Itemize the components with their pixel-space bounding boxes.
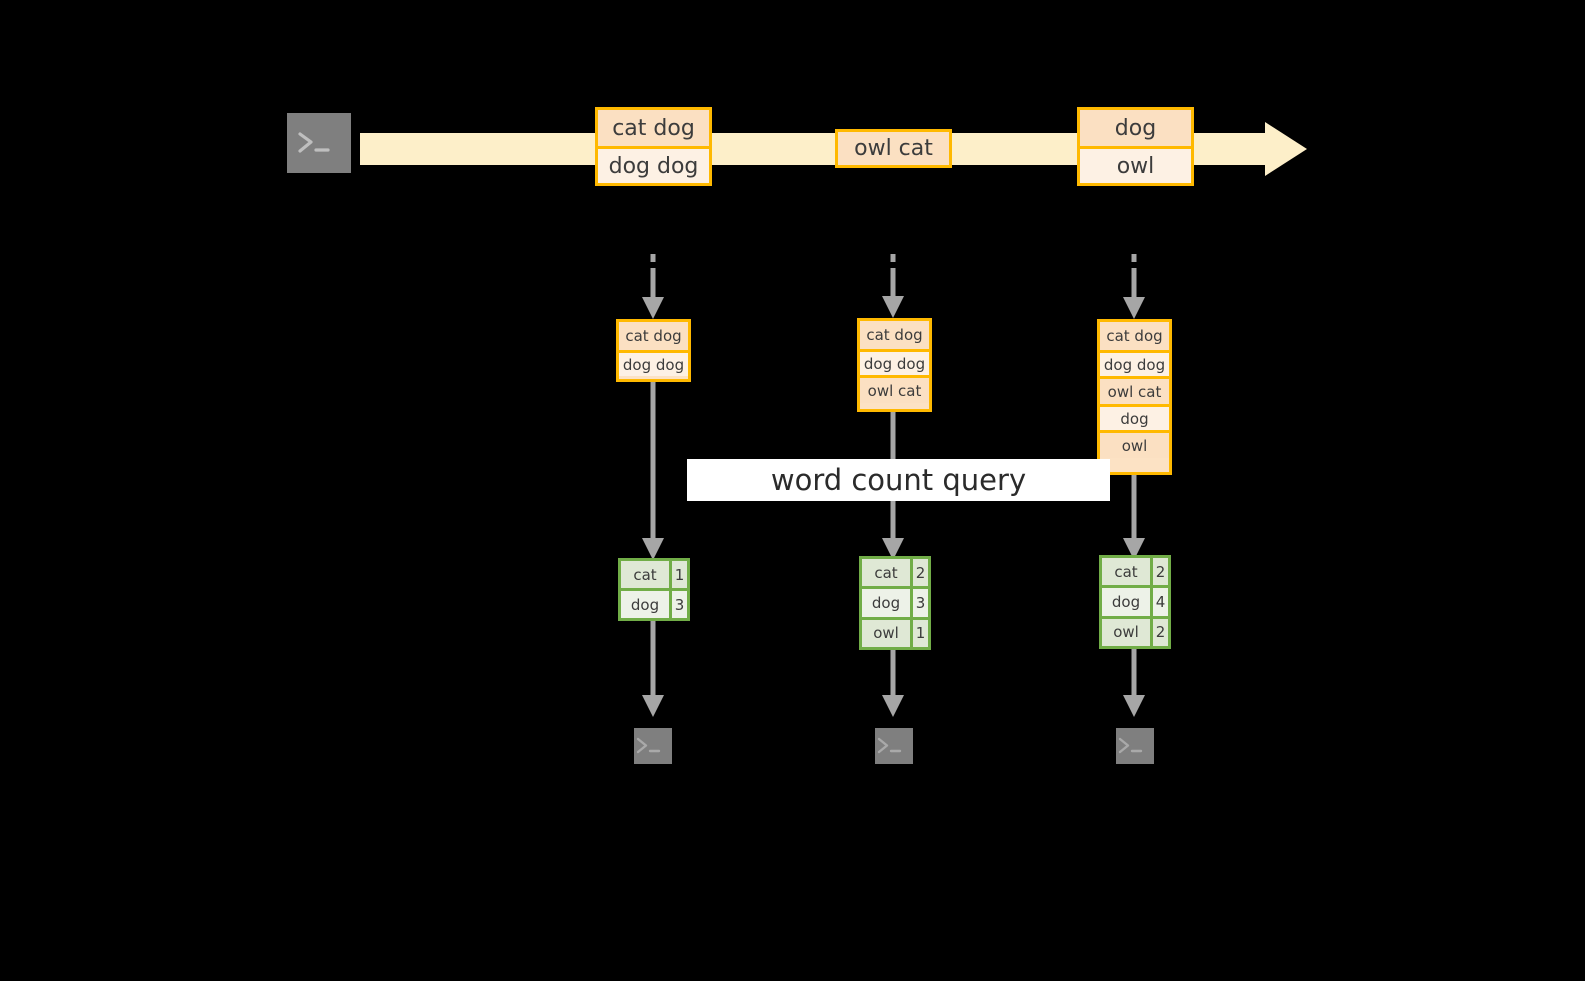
snapshot-feed-arrow-2 — [881, 254, 905, 318]
result-word: cat — [1102, 558, 1150, 586]
result-count: 1 — [669, 561, 687, 588]
arrow-stem — [1131, 268, 1137, 298]
arrow-head — [642, 538, 664, 560]
sink-terminal-icon-3 — [1107, 719, 1163, 773]
arrow-head — [882, 296, 904, 318]
arrow-stem — [650, 621, 656, 697]
result-count: 2 — [1150, 558, 1168, 586]
arrow-head — [1123, 695, 1145, 717]
stream-event-line: owl — [1080, 146, 1191, 183]
arrow-stem — [1131, 475, 1137, 540]
stream-event-box-1: cat dog dog dog — [595, 107, 712, 186]
snapshot-feed-arrow-3 — [1122, 254, 1146, 319]
result-word: cat — [862, 559, 910, 587]
snapshot-input-table-2: cat dog dog dog owl cat — [857, 318, 932, 412]
result-word: dog — [1102, 588, 1150, 616]
stream-event-line: dog dog — [598, 146, 709, 183]
stream-event-line: dog — [1080, 110, 1191, 146]
stream-bar-segment-1 — [360, 133, 598, 165]
terminal-body — [287, 113, 351, 173]
arrow-stem — [650, 268, 656, 298]
arrow-dash — [650, 254, 656, 262]
arrow-head — [642, 695, 664, 717]
sink-arrow-1 — [641, 621, 665, 717]
stream-event-box-3: dog owl — [1077, 107, 1194, 186]
arrow-head — [1123, 297, 1145, 319]
table-row: cat 2 — [862, 559, 928, 587]
arrow-stem — [650, 382, 656, 540]
snapshot-input-line: owl cat — [860, 375, 929, 403]
snapshot-input-line: dog dog — [1100, 350, 1169, 376]
result-table-2: cat 2 dog 3 owl 1 — [859, 556, 931, 650]
snapshot-input-table-1: cat dog dog dog — [616, 319, 691, 382]
stream-bar-segment-4 — [1191, 133, 1268, 165]
query-label-text: word count query — [770, 463, 1027, 497]
terminal-body — [1116, 728, 1154, 764]
terminal-body — [634, 728, 672, 764]
table-row: cat 2 — [1102, 558, 1168, 586]
result-count: 2 — [1150, 618, 1168, 646]
sink-terminal-icon-2 — [866, 719, 922, 773]
arrow-head — [882, 538, 904, 560]
table-row: dog 3 — [862, 586, 928, 617]
terminal-prompt-icon — [1118, 737, 1143, 754]
result-word: dog — [862, 589, 910, 617]
table-row: owl 1 — [862, 616, 928, 647]
stream-event-line: cat dog — [598, 110, 709, 146]
query-arrow-3 — [1122, 475, 1146, 560]
result-word: owl — [1102, 618, 1150, 646]
snapshot-input-line: dog dog — [860, 349, 929, 375]
arrow-head — [882, 695, 904, 717]
sink-arrow-2 — [881, 650, 905, 717]
snapshot-input-line: dog — [1100, 404, 1169, 430]
snapshot-input-line: cat dog — [1100, 322, 1169, 350]
query-arrow-1 — [641, 382, 665, 560]
table-row: dog 3 — [621, 588, 687, 618]
arrow-stem — [890, 268, 896, 297]
table-row: owl 2 — [1102, 615, 1168, 646]
terminal-prompt-icon — [298, 132, 330, 153]
snapshot-input-line: dog dog — [619, 350, 688, 376]
result-count: 3 — [669, 591, 687, 618]
result-table-1: cat 1 dog 3 — [618, 558, 690, 621]
result-count: 3 — [910, 589, 928, 617]
arrow-stem — [1131, 649, 1137, 697]
snapshot-input-line: cat dog — [619, 322, 688, 350]
snapshot-input-table-3: cat dog dog dog owl cat dog owl — [1097, 319, 1172, 475]
snapshot-input-line: cat dog — [860, 321, 929, 349]
snapshot-input-line: owl — [1100, 430, 1169, 458]
stream-arrowhead — [1265, 122, 1307, 176]
source-terminal-icon — [278, 104, 360, 182]
snapshot-input-line: owl cat — [1100, 376, 1169, 404]
stream-bar-segment-3 — [951, 133, 1078, 165]
terminal-prompt-icon — [877, 737, 902, 754]
result-word: owl — [862, 619, 910, 647]
arrow-dash — [890, 254, 896, 262]
stream-event-box-2: owl cat — [835, 129, 952, 168]
stream-event-line: owl cat — [838, 132, 949, 165]
result-table-3: cat 2 dog 4 owl 2 — [1099, 555, 1171, 649]
terminal-prompt-icon — [636, 737, 661, 754]
sink-terminal-icon-1 — [625, 719, 681, 773]
sink-arrow-3 — [1122, 649, 1146, 717]
arrow-head — [642, 297, 664, 319]
arrow-stem — [890, 650, 896, 697]
snapshot-feed-arrow-1 — [641, 254, 665, 319]
result-count: 1 — [910, 619, 928, 647]
arrow-dash — [1131, 254, 1137, 262]
result-count: 2 — [910, 559, 928, 587]
query-label-band: word count query — [687, 459, 1110, 501]
table-row: cat 1 — [621, 561, 687, 588]
result-word: cat — [621, 561, 669, 588]
table-row: dog 4 — [1102, 585, 1168, 616]
stream-bar-segment-2 — [709, 133, 837, 165]
result-word: dog — [621, 591, 669, 618]
arrow-head — [1123, 538, 1145, 560]
terminal-body — [875, 728, 913, 764]
result-count: 4 — [1150, 588, 1168, 616]
